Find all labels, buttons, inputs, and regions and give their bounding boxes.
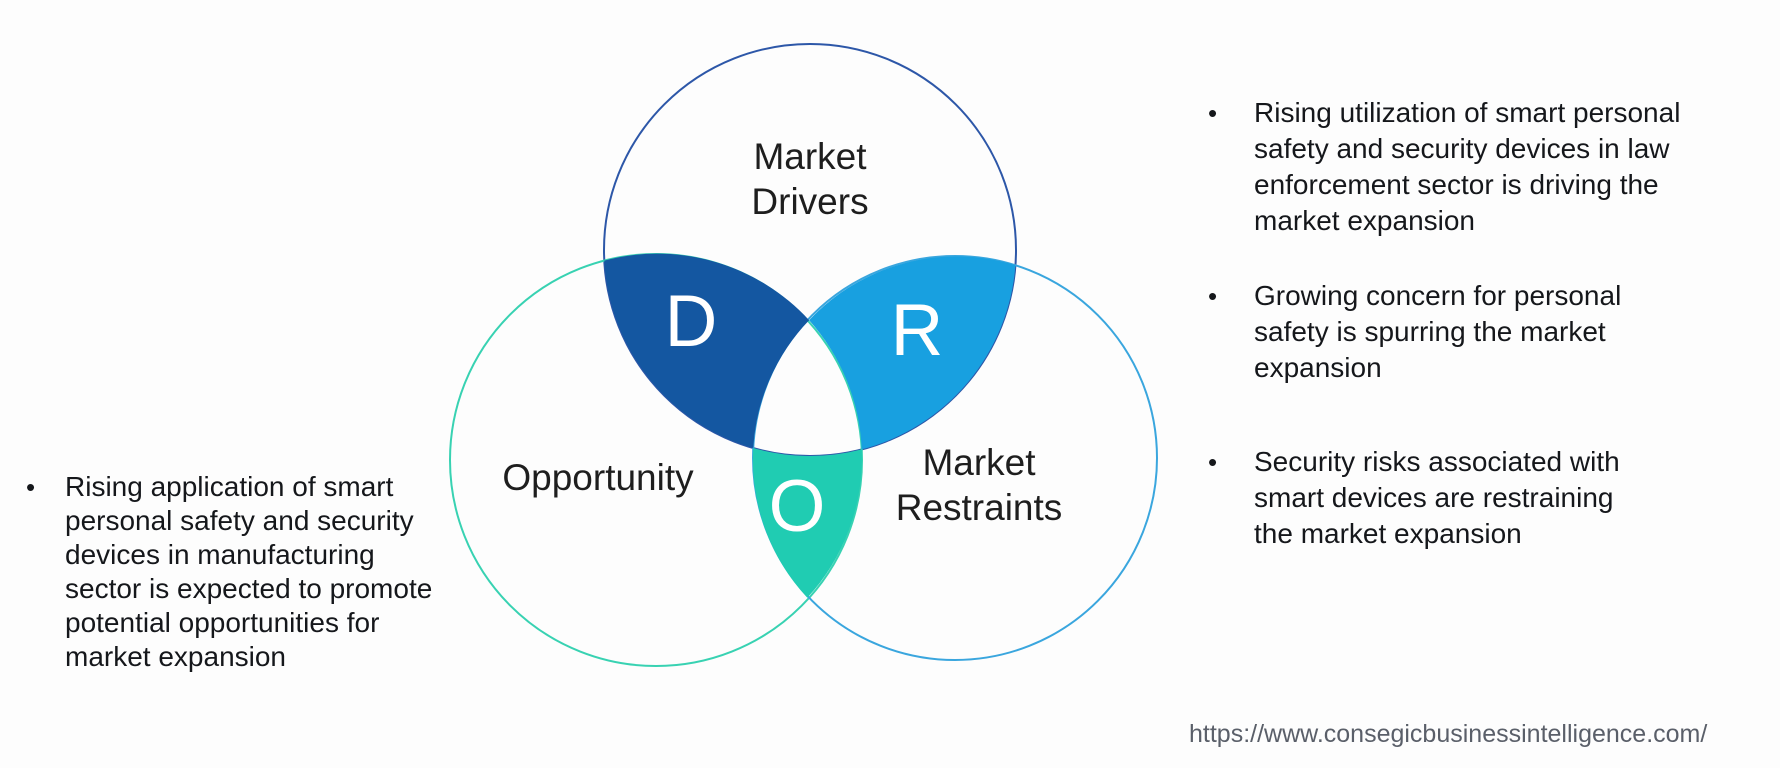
note-text: Rising application of smart personal saf… xyxy=(65,470,432,674)
drivers-label-line-2: Drivers xyxy=(751,181,868,222)
restraints-intersection-shape xyxy=(809,256,1016,450)
source-url[interactable]: https://www.consegicbusinessintelligence… xyxy=(1189,720,1708,748)
restraint-note: • Security risks associated with smart d… xyxy=(1204,444,1620,552)
note-line: expansion xyxy=(1254,352,1382,383)
note-line: personal safety and security xyxy=(65,505,414,536)
opportunity-intersection-shape xyxy=(752,448,862,598)
bullet-icon: • xyxy=(1208,281,1218,311)
drivers-label-line-1: Market xyxy=(753,136,867,177)
note-text: Security risks associated with smart dev… xyxy=(1254,444,1620,552)
letter-d: D xyxy=(665,281,718,362)
note-line: market expansion xyxy=(1254,205,1476,236)
bullet-icon: • xyxy=(1208,98,1218,128)
driver-note-1: • Rising utilization of smart personal s… xyxy=(1204,95,1680,239)
note-line: Rising application of smart xyxy=(65,471,394,502)
drivers-intersection-shape xyxy=(604,253,810,448)
restraints-label-line-2: Restraints xyxy=(896,487,1063,528)
opportunity-note: • Rising application of smart personal s… xyxy=(22,470,432,674)
note-line: Growing concern for personal xyxy=(1254,280,1622,311)
letter-r: R xyxy=(891,290,944,371)
note-line: the market expansion xyxy=(1254,518,1522,549)
note-line: sector is expected to promote xyxy=(65,573,433,604)
note-line: potential opportunities for xyxy=(65,607,380,638)
note-line: enforcement sector is driving the xyxy=(1254,169,1659,200)
note-line: smart devices are restraining xyxy=(1254,482,1614,513)
bullet-icon: • xyxy=(1208,447,1218,477)
note-line: Rising utilization of smart personal xyxy=(1254,97,1681,128)
note-line: Security risks associated with xyxy=(1254,446,1620,477)
note-line: safety is spurring the market xyxy=(1254,316,1606,347)
note-line: devices in manufacturing xyxy=(65,539,375,570)
letter-o: O xyxy=(769,466,826,547)
restraints-label-line-1: Market xyxy=(922,442,1036,483)
bullet-icon: • xyxy=(26,472,36,502)
note-text: Growing concern for personal safety is s… xyxy=(1254,278,1621,386)
note-line: market expansion xyxy=(65,641,287,672)
note-line: safety and security devices in law xyxy=(1254,133,1670,164)
opportunity-label: Opportunity xyxy=(502,457,694,498)
driver-note-2: • Growing concern for personal safety is… xyxy=(1204,278,1621,386)
note-text: Rising utilization of smart personal saf… xyxy=(1254,95,1680,239)
